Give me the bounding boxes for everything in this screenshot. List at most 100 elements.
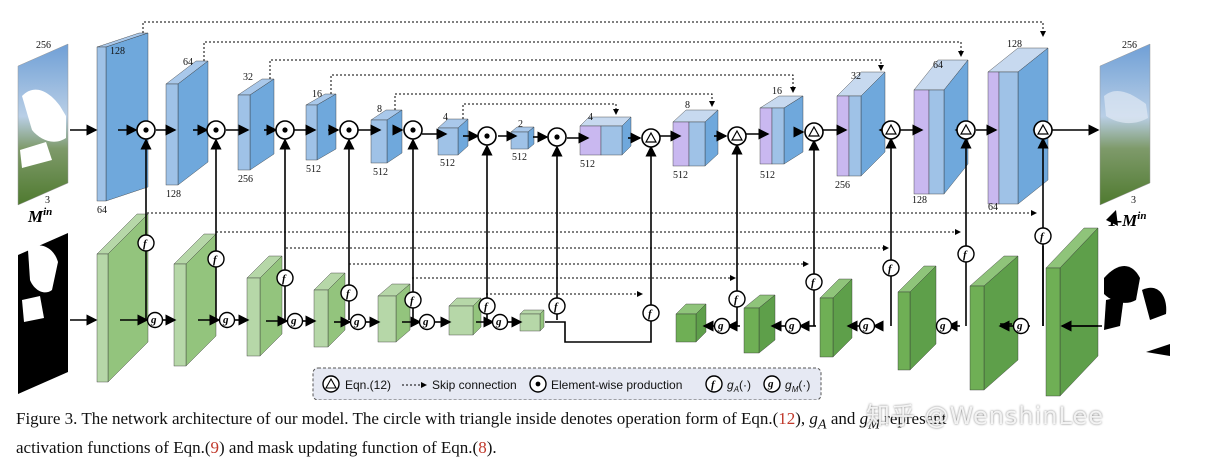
decoder-channels-4: 256: [835, 180, 850, 191]
f-op-8: f: [642, 304, 660, 322]
caption-line2-end: ).: [486, 438, 497, 458]
figure-caption: Figure 3. The network architecture of ou…: [16, 407, 1206, 460]
svg-text:g: g: [788, 320, 795, 332]
svg-text:f: f: [648, 308, 653, 320]
mask-block-dec-6: [1045, 227, 1099, 397]
triangle-op-1: [641, 128, 661, 148]
encoder-channels-6: 512: [440, 158, 455, 169]
svg-text:f: f: [963, 249, 968, 261]
f-op-4: f: [340, 284, 358, 302]
elementwise-op-6: [477, 126, 497, 146]
encoder-channels-1: 64: [97, 205, 107, 216]
svg-text:g: g: [1016, 320, 1023, 332]
caption-line1-start: Figure 3. The network architecture of ou…: [16, 409, 779, 428]
mask-block-enc-5: [377, 283, 411, 343]
input-mask-image: [18, 233, 68, 394]
elementwise-ops: [136, 120, 567, 147]
svg-text:g: g: [290, 315, 297, 327]
input-size-label: 256: [36, 40, 51, 51]
caption-ga: gA: [809, 409, 827, 433]
triangle-op-4: [881, 120, 901, 140]
svg-text:f: f: [1040, 231, 1045, 243]
triangle-op-3: [804, 122, 824, 142]
mask-block-dec-5: [969, 255, 1019, 391]
encoder-block-2: [165, 60, 209, 186]
triangle-op-6: [1033, 120, 1053, 140]
legend-skip-label: Skip connection: [432, 378, 517, 392]
output-channel-label: 3: [1131, 195, 1136, 206]
decoder-block-4: [836, 71, 886, 177]
decoder-size-3: 16: [772, 86, 782, 97]
svg-text:f: f: [734, 294, 739, 306]
decoder-channels-5: 128: [912, 195, 927, 206]
encoder-block-5: [370, 109, 403, 164]
svg-text:g: g: [222, 314, 229, 326]
g-op-6: g: [491, 313, 509, 331]
encoder-block-1: [96, 32, 149, 202]
caption-ref-9[interactable]: 9: [210, 438, 220, 458]
f-op-9: f: [728, 290, 746, 308]
svg-text:g: g: [495, 316, 502, 328]
svg-text:g: g: [767, 378, 774, 390]
elementwise-op-2: [206, 120, 226, 140]
skip-connections-top: [142, 21, 1046, 119]
decoder-size-2: 8: [685, 100, 690, 111]
g-op-4: g: [349, 313, 367, 331]
decoder-channels-2: 512: [673, 170, 688, 181]
decoder-size-6: 128: [1007, 39, 1022, 50]
decoder-size-4: 32: [851, 71, 861, 82]
encoder-block-4: [305, 93, 337, 161]
svg-text:g: g: [353, 316, 360, 328]
f-op-11: f: [882, 259, 900, 277]
mask-block-enc-7: [519, 309, 545, 332]
legend-g-icon: g: [763, 375, 781, 393]
caption-line2-mid: ) and mask updating function of Eqn.(: [219, 438, 479, 458]
g-op-2: g: [218, 311, 236, 329]
legend-triangle-icon: [322, 375, 340, 393]
network-architecture-diagram: 256 3 Min 256 3 1-Min: [17, 21, 1170, 400]
g-op-11: g: [1012, 317, 1030, 335]
f-op-12: f: [957, 245, 975, 263]
encoder-channels-4: 512: [306, 164, 321, 175]
f-op-5: f: [404, 291, 422, 309]
mask-block-enc-2: [173, 233, 217, 367]
f-op-10: f: [805, 273, 823, 291]
legend-dot-label: Element-wise production: [551, 378, 682, 392]
decoder-block-1: [579, 116, 632, 156]
mask-block-enc-6: [448, 297, 482, 336]
svg-text:f: f: [888, 263, 893, 275]
f-ops: f f f f f f f f f f f f f: [137, 227, 1052, 322]
caption-ref-8[interactable]: 8: [478, 438, 487, 458]
g-op-7: g: [713, 317, 731, 335]
legend-g-label: gM(·): [785, 378, 810, 394]
f-op-6: f: [478, 297, 496, 315]
triangle-ops: [641, 120, 1053, 148]
encoder-channels-7: 512: [512, 152, 527, 163]
input-image: [17, 43, 69, 206]
encoder-block-7: [510, 126, 535, 150]
mask-block-dec-4: [897, 265, 937, 371]
f-op-2: f: [207, 250, 225, 268]
elementwise-op-4: [339, 120, 359, 140]
encoder-size-2: 64: [183, 57, 193, 68]
decoder-channels-6: 64: [988, 202, 998, 213]
caption-line1-and: and: [826, 409, 860, 428]
mask-block-dec-2: [743, 294, 776, 354]
svg-text:f: f: [711, 379, 716, 391]
legend-triangle-label: Eqn.(12): [345, 378, 391, 392]
elementwise-op-1: [136, 120, 156, 140]
g-op-3: g: [286, 312, 304, 330]
legend: Eqn.(12) Skip connection Element-wise pr…: [312, 367, 822, 400]
caption-line2-start: activation functions of Eqn.(: [16, 438, 211, 458]
encoder-size-1: 128: [110, 46, 125, 57]
f-op-7: f: [548, 297, 566, 315]
g-ops: g g g g g g g g g g g: [146, 311, 1030, 335]
svg-text:f: f: [410, 295, 415, 307]
svg-text:f: f: [143, 238, 148, 250]
svg-text:g: g: [150, 314, 157, 326]
f-op-3: f: [276, 269, 294, 287]
legend-f-icon: f: [705, 375, 723, 393]
elementwise-op-7: [547, 127, 567, 147]
encoder-block-6: [437, 118, 469, 156]
caption-ref-12[interactable]: 12: [778, 409, 796, 428]
